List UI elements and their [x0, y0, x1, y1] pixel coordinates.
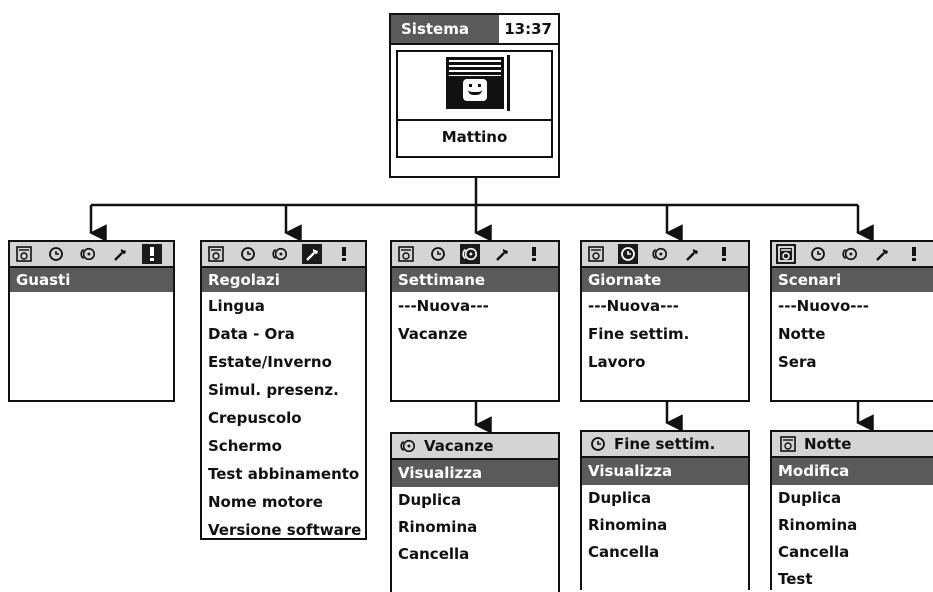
submenu-item[interactable]: Visualizza: [392, 460, 558, 487]
smile-face-icon: [462, 79, 487, 101]
clock-icon[interactable]: [618, 244, 638, 264]
scene-image: [445, 55, 510, 111]
root-time: 13:37: [504, 20, 552, 38]
menu-item[interactable]: Lingua: [208, 297, 265, 315]
submenu-item[interactable]: Duplica: [778, 489, 842, 507]
menu-item[interactable]: Lavoro: [588, 353, 646, 371]
submenu-header: Notte: [772, 432, 933, 458]
menu-item[interactable]: Fine settim.: [588, 325, 690, 343]
alert-icon[interactable]: [904, 244, 924, 264]
tab-icon-bar: [10, 242, 173, 268]
menu-item[interactable]: Schermo: [208, 437, 282, 455]
menu-item[interactable]: ---Nuovo---: [778, 297, 869, 315]
menu-item[interactable]: Simul. presenz.: [208, 381, 339, 399]
root-title: Sistema: [391, 15, 499, 43]
root-screen: Sistema 13:37 Mattino: [389, 13, 560, 178]
week-icon[interactable]: [460, 244, 480, 264]
scene-icon[interactable]: [206, 244, 226, 264]
menu-item[interactable]: Vacanze: [398, 325, 468, 343]
alert-icon[interactable]: [714, 244, 734, 264]
submenu-title: Vacanze: [424, 437, 494, 455]
menu-item[interactable]: Estate/Inverno: [208, 353, 332, 371]
submenu-item[interactable]: Cancella: [778, 543, 850, 561]
tab-icon-bar: [202, 242, 365, 268]
week-icon[interactable]: [650, 244, 670, 264]
clock-icon[interactable]: [238, 244, 258, 264]
submenu-item[interactable]: Visualizza: [582, 458, 748, 485]
panel-title: Regolazi: [202, 268, 365, 292]
menu-panel-guasti: Guasti: [8, 240, 175, 402]
tab-icon-bar: [392, 242, 558, 268]
scene-icon[interactable]: [586, 244, 606, 264]
wrench-icon[interactable]: [302, 244, 322, 264]
panel-title: Settimane: [392, 268, 558, 292]
alert-icon[interactable]: [334, 244, 354, 264]
wrench-icon[interactable]: [682, 244, 702, 264]
menu-item[interactable]: Notte: [778, 325, 826, 343]
menu-item[interactable]: Versione software: [208, 521, 362, 539]
submenu-title: Fine settim.: [614, 435, 716, 453]
submenu-item[interactable]: Rinomina: [398, 518, 478, 536]
blind-slats: [448, 60, 501, 76]
clock-icon[interactable]: [428, 244, 448, 264]
menu-item[interactable]: Crepuscolo: [208, 409, 302, 427]
menu-item[interactable]: Data - Ora: [208, 325, 295, 343]
panel-title: Scenari: [772, 268, 933, 292]
submenu-item[interactable]: Test: [778, 570, 813, 588]
wrench-icon[interactable]: [492, 244, 512, 264]
submenu-item[interactable]: Modifica: [772, 458, 933, 485]
alert-icon[interactable]: [524, 244, 544, 264]
submenu-header: Fine settim.: [582, 432, 748, 458]
menu-panel-giornate: Giornate ---Nuova--- Fine settim. Lavoro: [580, 240, 750, 402]
submenu-item[interactable]: Cancella: [398, 545, 470, 563]
submenu-title: Notte: [804, 435, 852, 453]
tab-icon-bar: [772, 242, 933, 268]
scene-icon[interactable]: [14, 244, 34, 264]
submenu-item[interactable]: Rinomina: [778, 516, 858, 534]
wrench-icon[interactable]: [110, 244, 130, 264]
root-header: Sistema 13:37: [391, 15, 558, 45]
clock-icon[interactable]: [46, 244, 66, 264]
menu-item[interactable]: Test abbinamento: [208, 465, 360, 483]
scene-preview-frame: Mattino: [396, 50, 553, 158]
submenu-item[interactable]: Duplica: [398, 491, 462, 509]
scene-name: Mattino: [441, 128, 508, 146]
menu-item[interactable]: ---Nuova---: [588, 297, 679, 315]
panel-title: Guasti: [10, 268, 173, 292]
submenu-item[interactable]: Duplica: [588, 489, 652, 507]
alert-icon[interactable]: [142, 244, 162, 264]
menu-item[interactable]: ---Nuova---: [398, 297, 489, 315]
week-icon[interactable]: [78, 244, 98, 264]
scene-icon[interactable]: [776, 244, 796, 264]
menu-item[interactable]: Sera: [778, 353, 817, 371]
submenu-item[interactable]: Rinomina: [588, 516, 668, 534]
tab-icon-bar: [582, 242, 748, 268]
week-icon[interactable]: [270, 244, 290, 264]
week-icon[interactable]: [840, 244, 860, 264]
menu-panel-settimane: Settimane ---Nuova--- Vacanze: [390, 240, 560, 402]
submenu-item[interactable]: Cancella: [588, 543, 660, 561]
wrench-icon[interactable]: [872, 244, 892, 264]
submenu-header: Vacanze: [392, 434, 558, 460]
week-icon: [400, 438, 416, 454]
panel-title: Giornate: [582, 268, 748, 292]
clock-icon[interactable]: [808, 244, 828, 264]
clock-icon: [590, 436, 606, 452]
scene-icon[interactable]: [396, 244, 416, 264]
scene-icon: [780, 436, 796, 452]
menu-item[interactable]: Nome motore: [208, 493, 323, 511]
